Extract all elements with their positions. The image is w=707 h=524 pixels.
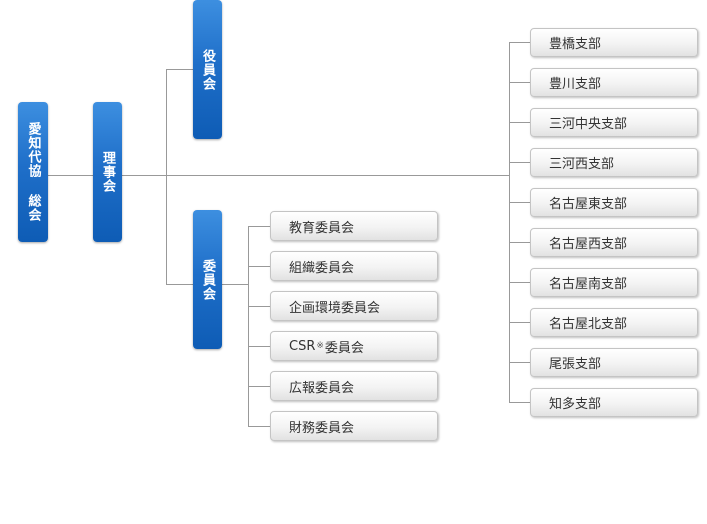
branch-item[interactable]: 名古屋西支部 bbox=[530, 228, 698, 257]
csr-note-mark: ※ bbox=[316, 341, 324, 351]
branch-item[interactable]: 尾張支部 bbox=[530, 348, 698, 377]
committee-label: 教育委員会 bbox=[289, 220, 355, 236]
branch-label: 名古屋西支部 bbox=[549, 237, 628, 252]
general-assembly-box[interactable]: 愛知代協 総会 bbox=[18, 102, 48, 242]
branch-item[interactable]: 名古屋北支部 bbox=[530, 308, 698, 337]
committee-item[interactable]: 企画環境委員会 bbox=[270, 291, 438, 321]
branch-label: 知多支部 bbox=[549, 397, 602, 412]
branch-item[interactable]: 名古屋東支部 bbox=[530, 188, 698, 217]
committee-item[interactable]: 教育委員会 bbox=[270, 211, 438, 241]
branch-label: 名古屋北支部 bbox=[549, 317, 628, 332]
branch-item[interactable]: 三河中央支部 bbox=[530, 108, 698, 137]
branch-label: 三河西支部 bbox=[549, 157, 615, 172]
committee-label: CSR bbox=[289, 338, 316, 354]
committee-item[interactable]: 広報委員会 bbox=[270, 371, 438, 401]
committee-item[interactable]: 組織委員会 bbox=[270, 251, 438, 281]
officers-box[interactable]: 役員会 bbox=[193, 0, 222, 139]
branch-label: 尾張支部 bbox=[549, 357, 602, 372]
branch-item[interactable]: 豊川支部 bbox=[530, 68, 698, 97]
branch-label: 三河中央支部 bbox=[549, 117, 628, 132]
committee-item[interactable]: 財務委員会 bbox=[270, 411, 438, 441]
committee-label: 広報委員会 bbox=[289, 380, 355, 396]
committee-label: 財務委員会 bbox=[289, 420, 355, 436]
branch-item[interactable]: 知多支部 bbox=[530, 388, 698, 417]
branch-label: 豊川支部 bbox=[549, 77, 602, 92]
branch-label: 豊橋支部 bbox=[549, 37, 602, 52]
branch-label: 名古屋南支部 bbox=[549, 277, 628, 292]
committee-label: 組織委員会 bbox=[289, 260, 355, 276]
officers-label: 役員会 bbox=[200, 48, 215, 91]
branch-label: 名古屋東支部 bbox=[549, 197, 628, 212]
branch-item[interactable]: 豊橋支部 bbox=[530, 28, 698, 57]
committees-label: 委員会 bbox=[200, 258, 215, 301]
board-box[interactable]: 理事会 bbox=[93, 102, 122, 242]
branch-item[interactable]: 名古屋南支部 bbox=[530, 268, 698, 297]
general-assembly-label: 愛知代協 総会 bbox=[25, 122, 41, 222]
board-label: 理事会 bbox=[100, 151, 115, 193]
committee-label-suffix: 委員会 bbox=[324, 340, 364, 356]
committee-label: 企画環境委員会 bbox=[289, 300, 381, 316]
branch-item[interactable]: 三河西支部 bbox=[530, 148, 698, 177]
committees-box[interactable]: 委員会 bbox=[193, 210, 222, 349]
committee-item[interactable]: CSR※委員会 bbox=[270, 331, 438, 361]
